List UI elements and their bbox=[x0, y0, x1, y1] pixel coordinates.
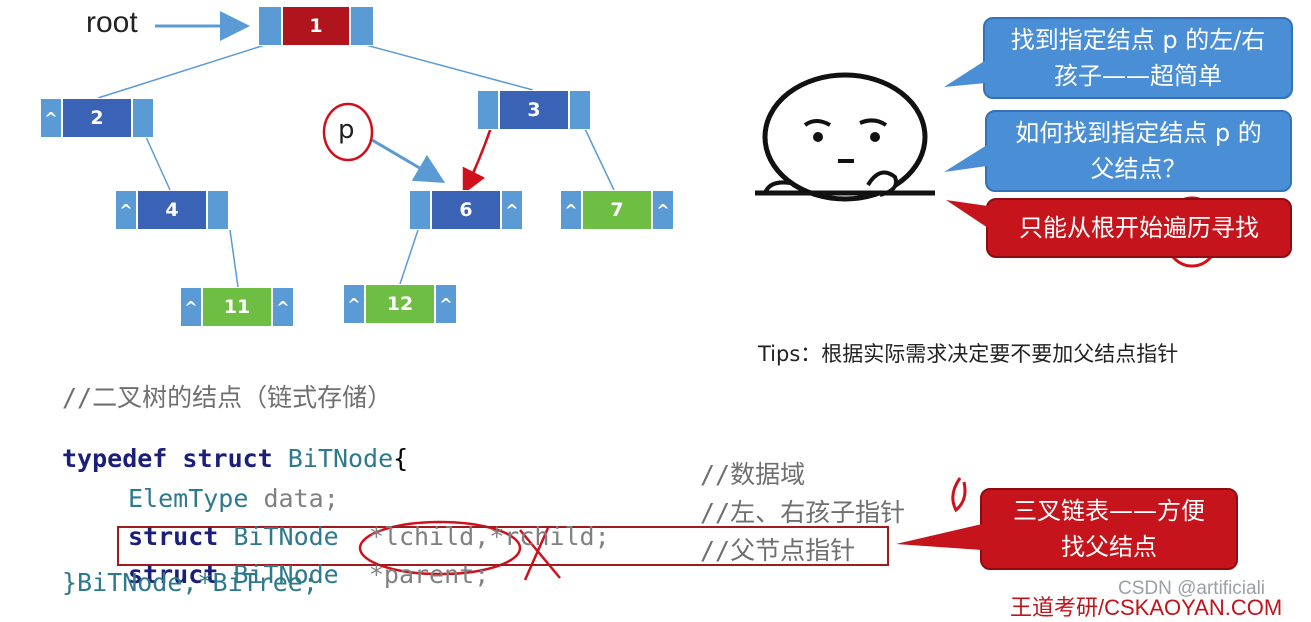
code-brace: { bbox=[393, 444, 409, 473]
code-closing: }BiTNode,*BiTree; bbox=[62, 568, 318, 597]
right-pointer bbox=[207, 190, 229, 230]
code-comment: //左、右孩子指针 bbox=[700, 498, 906, 527]
code-keyword: typedef bbox=[62, 444, 168, 473]
callout-text: 父结点？ bbox=[1090, 155, 1187, 183]
parent-field-box bbox=[117, 526, 889, 566]
callout-find-parent: 如何找到指定结点 p 的 父结点？ bbox=[985, 110, 1292, 192]
callout-tail bbox=[896, 524, 982, 550]
null-pointer: ^ bbox=[501, 190, 523, 230]
code-line-data: ElemType data; bbox=[128, 455, 339, 513]
code-line-children: struct BiTNode *lchild,*rchild; bbox=[128, 493, 610, 551]
red-arrow-annotation bbox=[462, 121, 495, 195]
callout-tail bbox=[944, 60, 986, 87]
code-line-typedef: typedef struct BiTNode{ bbox=[62, 415, 408, 473]
cross-annotation bbox=[519, 527, 561, 581]
p-label: p bbox=[338, 115, 355, 145]
callout-text: 三叉链表——方便 bbox=[1013, 497, 1205, 525]
left-pointer bbox=[409, 190, 431, 230]
tree-node-7: ^ 7 ^ bbox=[560, 190, 674, 230]
null-pointer: ^ bbox=[272, 287, 294, 327]
tips-text: Tips：根据实际需求决定要不要加父结点指针 bbox=[758, 342, 1179, 366]
code-comment-title: //二叉树的结点（链式存储） bbox=[62, 383, 393, 412]
code-comment: //父节点指针 bbox=[700, 536, 856, 565]
p-circle-annotation bbox=[322, 102, 374, 162]
right-pointer bbox=[132, 98, 154, 138]
callout-traverse: 只能从根开始遍历寻找 bbox=[986, 198, 1292, 258]
callout-tail bbox=[946, 200, 988, 228]
tree-node-6: 6 ^ bbox=[409, 190, 523, 230]
callout-text: 找到指定结点 p 的左/右 bbox=[1010, 26, 1266, 54]
tree-node-1: 1 bbox=[258, 6, 374, 46]
right-pointer bbox=[569, 90, 591, 130]
node-value: 7 bbox=[582, 190, 652, 230]
node-value: 12 bbox=[365, 284, 435, 324]
code-field: data; bbox=[263, 484, 339, 513]
callout-text: 如何找到指定结点 p 的 bbox=[1015, 119, 1262, 147]
tree-node-3: 3 bbox=[477, 90, 591, 130]
code-field: *parent; bbox=[368, 560, 490, 589]
code-type: BiTNode bbox=[287, 444, 394, 473]
edge-1-3 bbox=[361, 43, 534, 91]
code-comment: //数据域 bbox=[700, 460, 806, 489]
p-arrow bbox=[371, 138, 446, 184]
callout-find-children: 找到指定结点 p 的左/右 孩子——超简单 bbox=[983, 17, 1293, 99]
node-value: 6 bbox=[431, 190, 501, 230]
code-line-parent: struct BiTNode *parent; bbox=[128, 531, 489, 589]
node-value: 1 bbox=[282, 6, 350, 46]
callout-text: 找父结点 bbox=[1061, 533, 1157, 561]
null-pointer: ^ bbox=[180, 287, 202, 327]
null-pointer: ^ bbox=[115, 190, 137, 230]
code-type: BiTNode bbox=[233, 560, 339, 589]
edge-6-12 bbox=[399, 229, 419, 285]
left-pointer bbox=[477, 90, 499, 130]
code-type: BiTNode bbox=[233, 522, 339, 551]
callout-tail bbox=[944, 145, 987, 172]
edge-3-7 bbox=[584, 128, 615, 191]
edge-1-2 bbox=[97, 43, 269, 99]
root-label: root bbox=[86, 6, 138, 39]
brand-logo-text: 王道考研/CSKAOYAN.COM bbox=[1010, 595, 1283, 620]
code-field: *lchild,*rchild; bbox=[368, 522, 610, 551]
code-keyword: struct bbox=[182, 444, 273, 473]
callout-text: 只能从根开始遍历寻找 bbox=[1019, 214, 1259, 242]
code-type: ElemType bbox=[128, 484, 249, 513]
null-pointer: ^ bbox=[560, 190, 582, 230]
null-pointer: ^ bbox=[40, 98, 62, 138]
tree-node-11: ^ 11 ^ bbox=[180, 287, 294, 327]
node-value: 2 bbox=[62, 98, 132, 138]
edge-4-11 bbox=[229, 229, 239, 288]
watermark: CSDN @artificiali bbox=[1118, 578, 1266, 599]
null-pointer: ^ bbox=[343, 284, 365, 324]
null-pointer: ^ bbox=[652, 190, 674, 230]
right-pointer bbox=[350, 6, 374, 46]
tree-node-2: ^ 2 bbox=[40, 98, 154, 138]
null-pointer: ^ bbox=[435, 284, 457, 324]
parent-circle-annotation bbox=[358, 520, 522, 576]
callout-trifork: 三叉链表——方便 找父结点 bbox=[980, 488, 1238, 570]
tree-node-4: ^ 4 bbox=[115, 190, 229, 230]
node-value: 3 bbox=[499, 90, 569, 130]
code-keyword: struct bbox=[128, 560, 219, 589]
callout-text: 孩子——超简单 bbox=[1054, 62, 1222, 90]
node-value: 11 bbox=[202, 287, 272, 327]
left-pointer bbox=[258, 6, 282, 46]
code-keyword: struct bbox=[128, 522, 219, 551]
tree-node-12: ^ 12 ^ bbox=[343, 284, 457, 324]
edge-2-4 bbox=[145, 136, 171, 191]
bracket-annotation bbox=[951, 477, 967, 513]
node-value: 4 bbox=[137, 190, 207, 230]
thinking-face-icon bbox=[755, 72, 935, 202]
